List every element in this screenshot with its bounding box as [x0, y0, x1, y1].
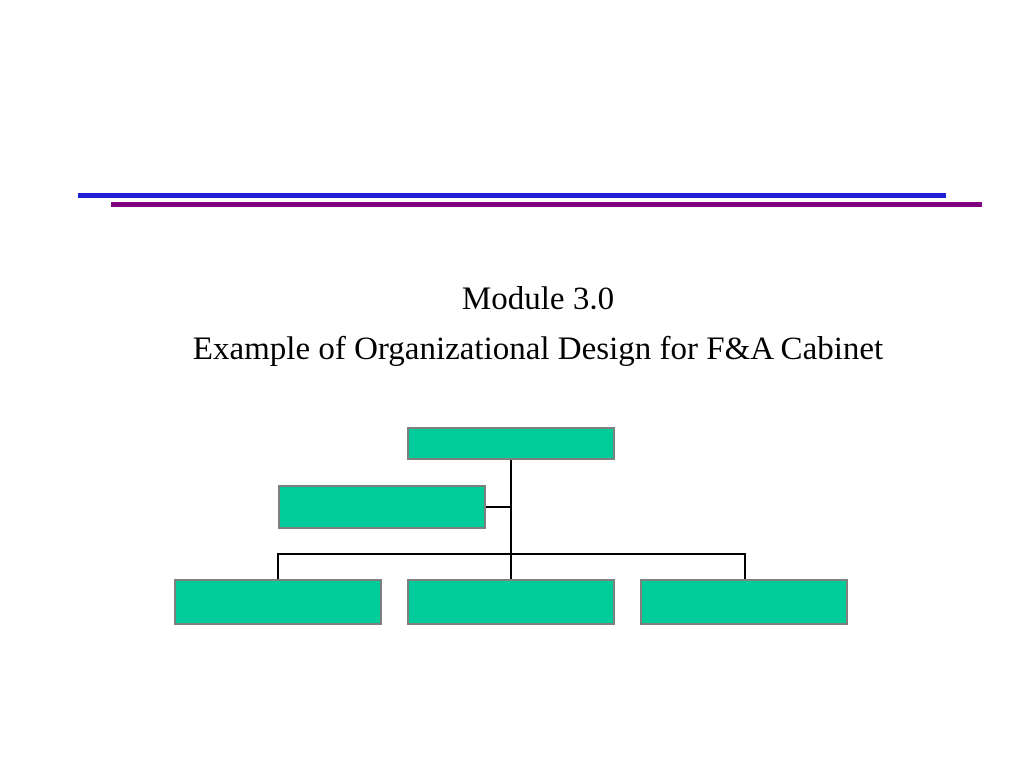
org-node-sub-left: [174, 579, 382, 625]
title-rule-blue: [78, 193, 946, 198]
org-node-sub-middle: [407, 579, 615, 625]
org-connector-trunk: [510, 460, 512, 580]
org-connector-drop-right: [744, 553, 746, 580]
title-rule-purple: [111, 202, 982, 207]
org-connector-horizontal: [277, 553, 746, 555]
slide-title-line-2: Example of Organizational Design for F&A…: [192, 331, 884, 367]
org-connector-drop-left: [277, 553, 279, 580]
slide-title-line-1: Module 3.0: [461, 281, 615, 317]
org-connector-staff: [486, 506, 511, 508]
org-node-staff: [278, 485, 486, 529]
org-node-sub-right: [640, 579, 848, 625]
org-node-top: [407, 427, 615, 460]
slide-title: Module 3.0 Example of Organizational Des…: [0, 274, 1024, 374]
